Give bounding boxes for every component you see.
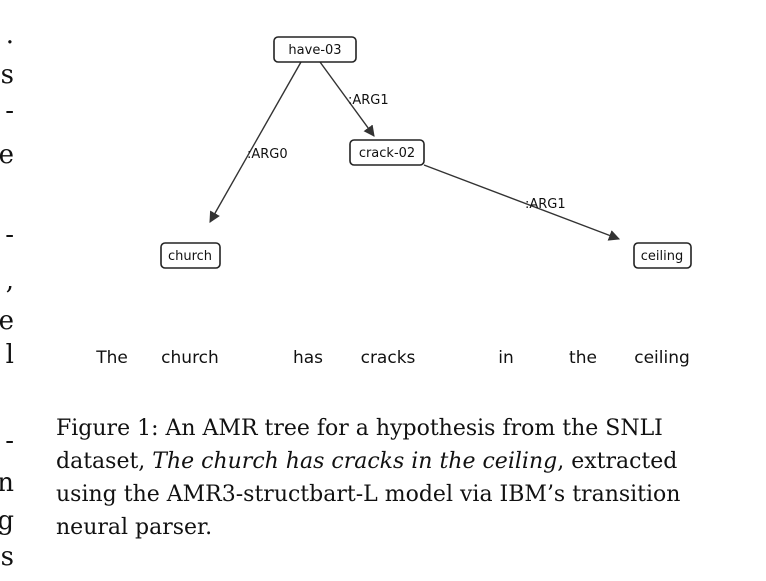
amr-tree-diagram: :ARG0 :ARG1 :ARG1 have-03 crack-02 churc…: [95, 36, 692, 368]
figure-caption: Figure 1: An AMR tree for a hypothesis f…: [56, 412, 726, 544]
edge-char: l: [5, 340, 14, 370]
token-the-2: the: [569, 348, 597, 368]
caption-prefix: Figure 1: An AMR tree for a hypothesis f…: [56, 416, 663, 474]
node-have-03: have-03: [273, 36, 357, 63]
edge-crack-to-ceiling: [423, 164, 621, 241]
edge-label-arg1-crack: :ARG1: [348, 93, 389, 108]
edge-char: -: [5, 96, 14, 126]
node-church: church: [160, 242, 221, 269]
caption-italic-sentence: The church has cracks in the ceiling: [152, 449, 558, 474]
edge-label-arg1-ceiling: :ARG1: [525, 197, 566, 212]
edge-have-to-crack: [319, 61, 375, 137]
edge-char: -: [5, 220, 14, 250]
edge-char: e: [0, 306, 14, 336]
token-the-1: The: [95, 348, 128, 368]
caption-suffix: , extracted using the AMR3-structbart-L …: [56, 449, 681, 540]
token-has: has: [293, 348, 323, 368]
token-in: in: [498, 348, 514, 368]
node-label-church: church: [168, 249, 212, 264]
edge-char: n: [0, 468, 14, 498]
edge-char: -: [5, 426, 14, 456]
node-label-ceiling: ceiling: [641, 249, 683, 264]
edge-have-to-church: [209, 61, 302, 223]
edge-char: s: [0, 542, 14, 572]
node-label-crack-02: crack-02: [359, 146, 415, 161]
node-ceiling: ceiling: [633, 242, 692, 269]
token-ceiling: ceiling: [634, 348, 690, 368]
token-cracks: cracks: [361, 348, 416, 368]
node-label-have-03: have-03: [288, 43, 341, 58]
edge-char: e: [0, 140, 14, 170]
cropped-left-column-text: . s - e - , e l - n g s: [0, 0, 14, 581]
edge-char: ,: [5, 266, 14, 296]
token-church: church: [161, 348, 219, 368]
edge-char: s: [0, 60, 14, 90]
edge-char: .: [5, 20, 14, 50]
edge-char: g: [0, 506, 14, 536]
node-crack-02: crack-02: [349, 139, 425, 166]
edge-label-arg0: :ARG0: [247, 147, 288, 162]
